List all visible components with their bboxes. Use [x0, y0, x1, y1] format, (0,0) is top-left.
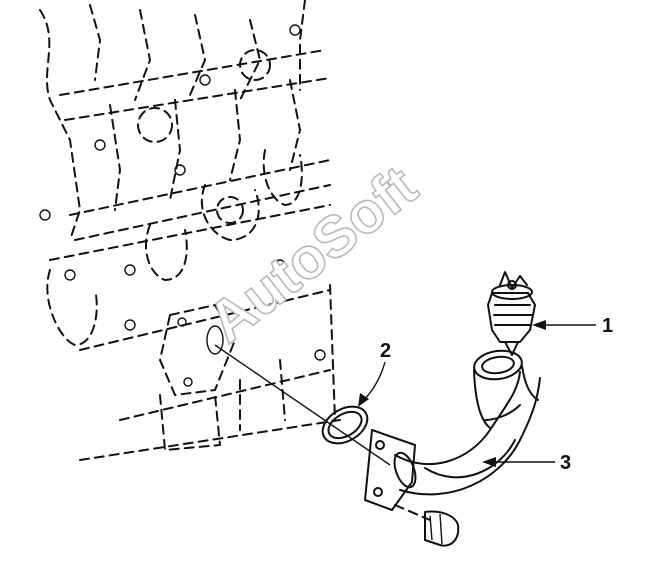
- watermark: AutoSoft: [196, 153, 429, 355]
- engine-block-outline: [39, 0, 341, 461]
- callout-1: 1: [532, 315, 613, 337]
- block-mounting-flange: [158, 303, 237, 397]
- callout-1-label: 1: [602, 315, 613, 337]
- callout-3-label: 3: [560, 452, 571, 474]
- assembly-line: [214, 344, 391, 466]
- callout-2: 2: [358, 340, 391, 407]
- callout-3: 3: [482, 452, 571, 474]
- bent-tube: [364, 349, 541, 511]
- gasket: [321, 405, 369, 445]
- capscrew-outline: [394, 504, 460, 547]
- callout-2-label: 2: [380, 340, 391, 362]
- callout-3-arrowhead: [482, 457, 496, 467]
- plug-cap: [487, 271, 536, 356]
- callout-2-arrowhead: [358, 393, 369, 407]
- callout-1-arrowhead: [532, 320, 546, 330]
